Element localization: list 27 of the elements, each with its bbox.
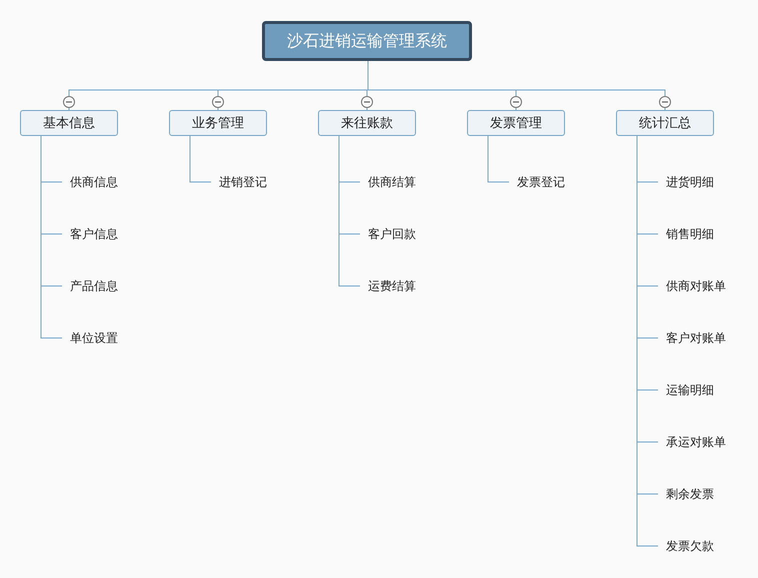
connector-line [338,136,360,286]
leaf-label: 单位设置 [62,328,142,348]
leaf-label: 产品信息 [62,276,142,296]
category-box: 业务管理 [169,110,267,136]
connector-line [40,136,62,338]
leaf-label: 供商结算 [360,172,440,192]
root-box: 沙石进销运输管理系统 [262,21,472,61]
leaf-label: 剩余发票 [658,484,738,504]
leaf-label: 客户对账单 [658,328,738,348]
category-box: 基本信息 [20,110,118,136]
connector-line [190,136,212,182]
category-box: 来往账款 [318,110,416,136]
leaf-label: 进货明细 [658,172,738,192]
leaf-label: 承运对账单 [658,432,738,452]
leaf-label: 运费结算 [360,276,440,296]
leaf-label: 客户回款 [360,224,440,244]
leaf-label: 发票欠款 [658,536,738,556]
leaf-label: 客户信息 [62,224,142,244]
leaf-label: 销售明细 [658,224,738,244]
leaf-label: 发票登记 [509,172,589,192]
category-box: 发票管理 [467,110,565,136]
category-box: 统计汇总 [616,110,714,136]
leaf-label: 进销登记 [211,172,291,192]
leaf-label: 供商对账单 [658,276,738,296]
leaf-label: 供商信息 [62,172,142,192]
connector-line [488,136,510,182]
leaf-label: 运输明细 [658,380,738,400]
